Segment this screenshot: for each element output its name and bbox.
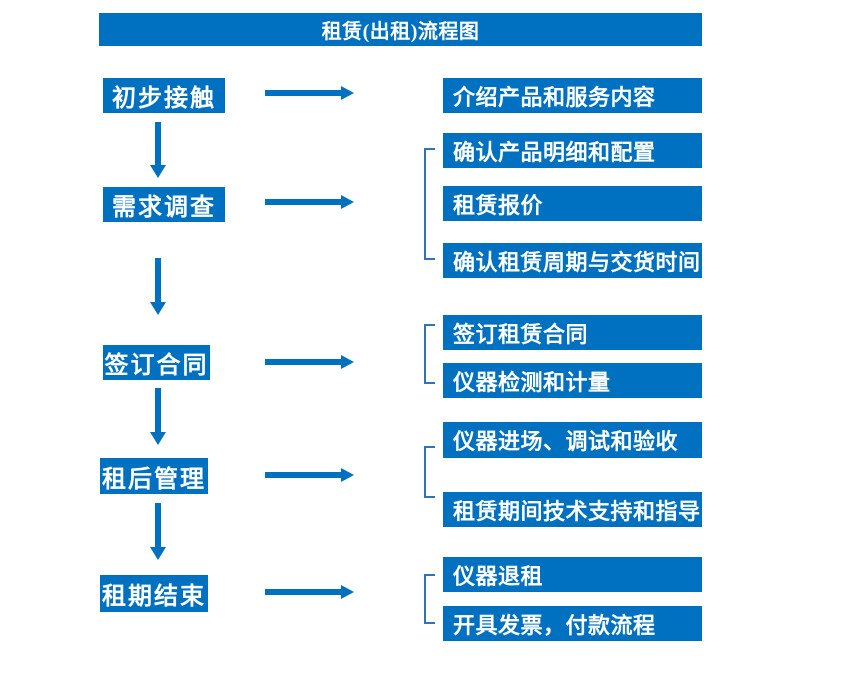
- page-title: 租赁(出租)流程图: [321, 21, 480, 43]
- detail-box-introduce-products: 介绍产品和服务内容: [443, 78, 702, 113]
- right-arrow-head: [341, 585, 354, 599]
- detail-box-confirm-product-config: 确认产品明细和配置: [443, 133, 702, 168]
- right-arrow-head: [341, 195, 354, 209]
- step-box-demand-survey: 需求调查: [103, 187, 225, 222]
- down-arrow-head: [150, 165, 166, 178]
- right-arrow-head: [341, 355, 354, 369]
- right-arrow-head: [341, 86, 354, 100]
- right-arrow-head: [341, 468, 354, 482]
- detail-box-technical-support: 租赁期间技术支持和指导: [443, 492, 702, 527]
- detail-box-confirm-period-delivery: 确认租赁周期与交货时间: [443, 243, 702, 278]
- down-arrow-head: [150, 302, 166, 315]
- detail-box-rental-quote: 租赁报价: [443, 186, 702, 221]
- flowchart-title-bar: 租赁(出租)流程图: [99, 13, 702, 46]
- down-arrow-shaft: [155, 122, 161, 166]
- step-box-sign-contract: 签订合同: [103, 345, 210, 380]
- right-arrow-shaft: [265, 90, 341, 96]
- right-arrow-shaft: [265, 359, 341, 365]
- group-bracket-post-rental: [424, 446, 435, 498]
- down-arrow-head: [150, 547, 166, 560]
- detail-box-invoice-payment: 开具发票，付款流程: [443, 606, 702, 641]
- down-arrow-shaft: [155, 258, 161, 302]
- step-box-rental-end: 租期结束: [100, 575, 208, 612]
- detail-box-instrument-return: 仪器退租: [443, 557, 702, 592]
- right-arrow-shaft: [265, 199, 341, 205]
- detail-box-sign-rental-contract: 签订租赁合同: [443, 315, 702, 350]
- detail-box-instrument-setup-acceptance: 仪器进场、调试和验收: [443, 422, 702, 458]
- right-arrow-shaft: [265, 472, 341, 478]
- down-arrow-shaft: [155, 388, 161, 432]
- group-bracket-rental-end: [424, 574, 435, 624]
- step-box-initial-contact: 初步接触: [103, 78, 225, 113]
- group-bracket-sign-contract: [424, 324, 435, 384]
- group-bracket-demand-survey: [424, 148, 435, 260]
- down-arrow-shaft: [155, 503, 161, 547]
- right-arrow-shaft: [265, 589, 341, 595]
- detail-box-instrument-test-calibration: 仪器检测和计量: [443, 363, 702, 398]
- down-arrow-head: [150, 432, 166, 445]
- step-box-post-rental-management: 租后管理: [100, 458, 208, 494]
